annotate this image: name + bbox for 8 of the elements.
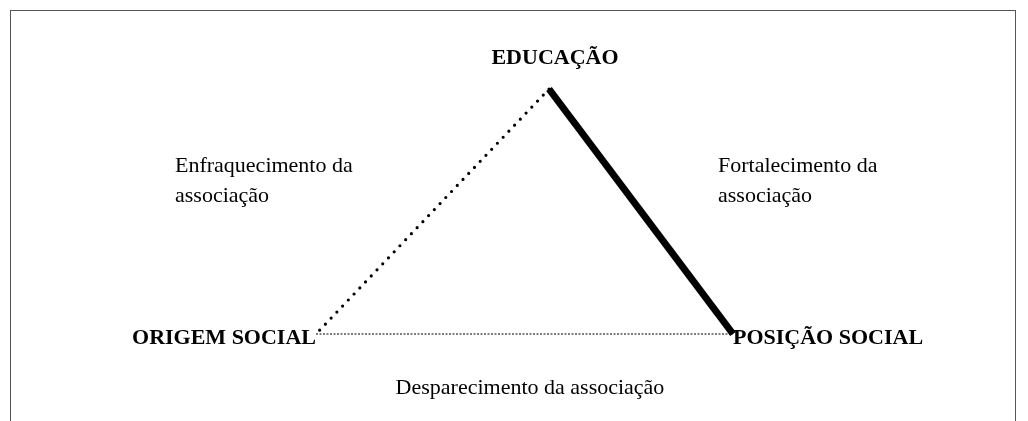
node-label: EDUCAÇÃO — [491, 44, 619, 69]
node-label: ORIGEM SOCIAL — [132, 324, 316, 349]
edge-label: Desparecimento da associação — [394, 373, 666, 401]
dotted-line — [315, 333, 734, 335]
edge-label: Enfraquecimento da associação — [175, 151, 354, 209]
connector-line — [546, 86, 736, 337]
edge-label: Fortalecimento da associação — [718, 151, 879, 209]
node-label: POSIÇÃO SOCIAL — [733, 324, 924, 349]
